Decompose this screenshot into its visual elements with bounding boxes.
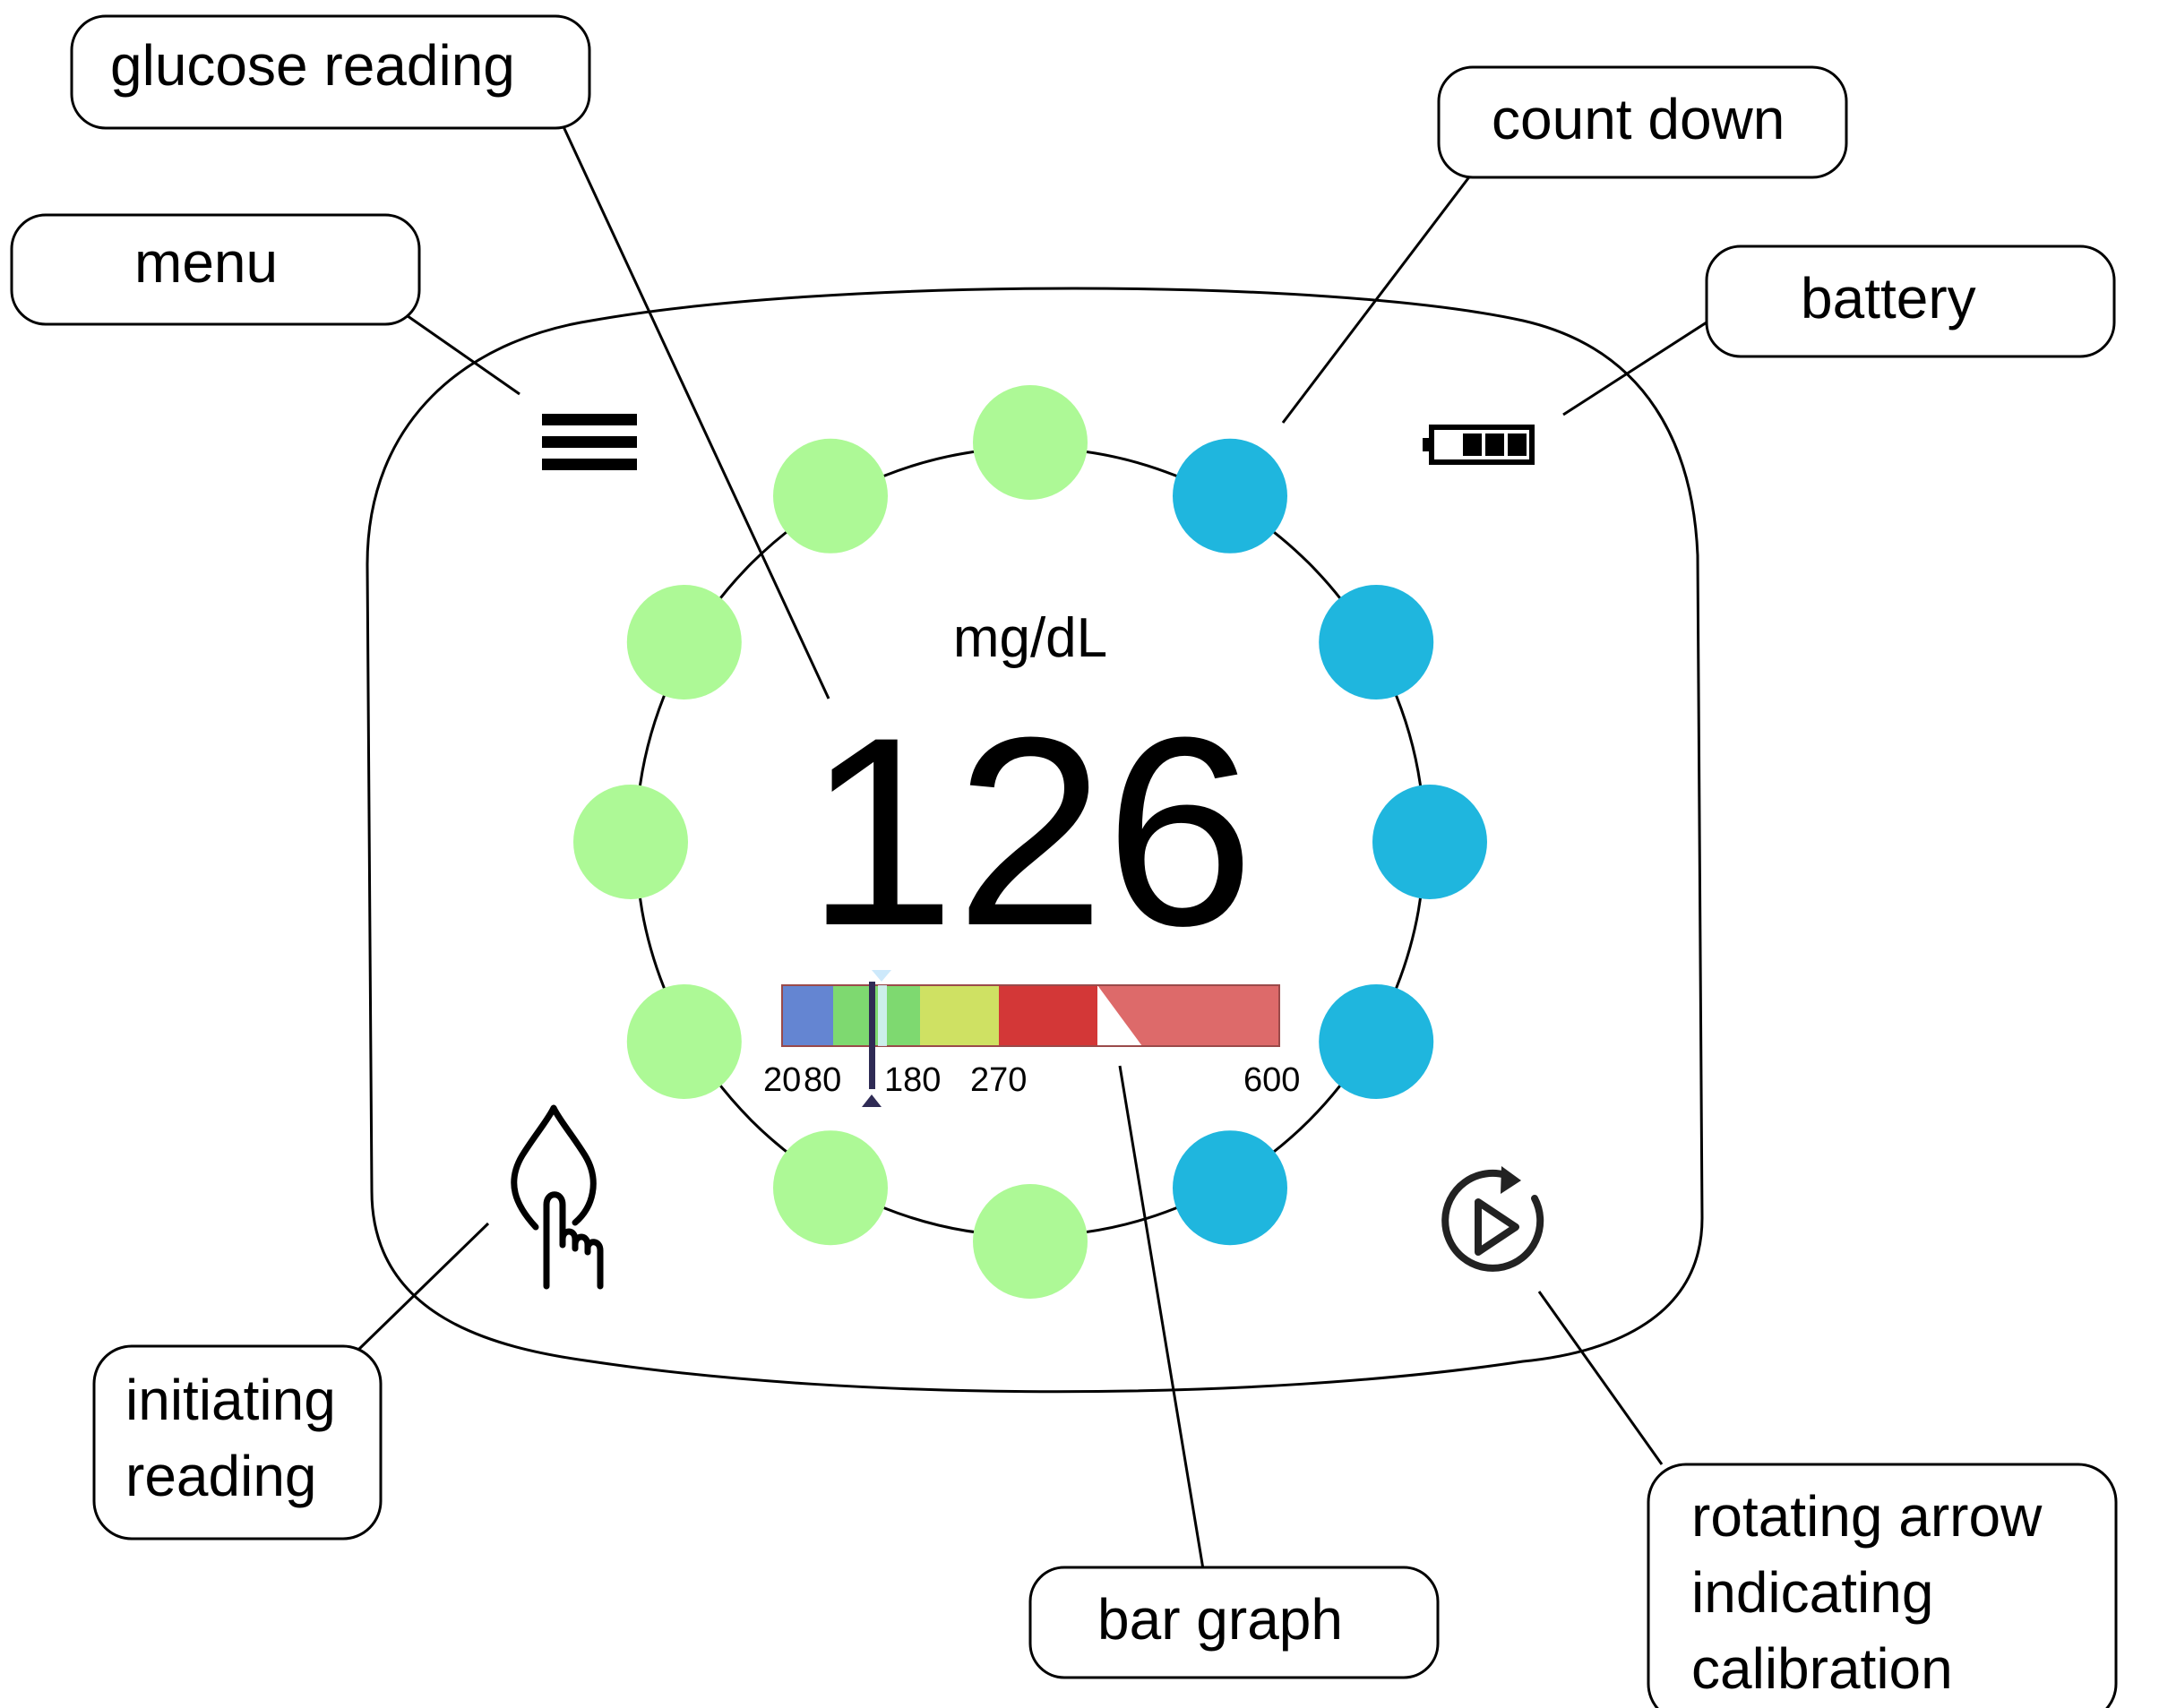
battery-icon xyxy=(1423,425,1535,465)
svg-text:reading: reading xyxy=(125,1444,317,1508)
countdown-dot-remaining xyxy=(1372,785,1487,899)
leader-battery xyxy=(1562,319,1710,416)
tick-label-600: 600 xyxy=(1243,1061,1300,1099)
callout-bar-graph: bar graph xyxy=(1028,1566,1440,1679)
svg-text:battery: battery xyxy=(1801,266,1976,330)
unit-label: mg/dL xyxy=(953,607,1107,669)
svg-text:glucose reading: glucose reading xyxy=(110,33,515,98)
countdown-dot-remaining xyxy=(1173,438,1287,554)
svg-text:initiating: initiating xyxy=(125,1368,336,1432)
leader-rotating-arrow xyxy=(1537,1291,1664,1465)
reading-marker xyxy=(869,982,875,1089)
marker-top-triangle xyxy=(872,970,891,982)
callout-rotating-arrow: rotating arrow indicating calibration xyxy=(1647,1463,2118,1708)
leader-count-down xyxy=(1281,174,1473,424)
countdown-dot-elapsed xyxy=(573,785,688,899)
svg-text:rotating arrow: rotating arrow xyxy=(1691,1484,2043,1549)
glucose-reading-value: 126 xyxy=(806,681,1255,982)
countdown-dot-remaining xyxy=(1319,984,1434,1099)
tick-label-80: 80 xyxy=(804,1061,841,1099)
callout-menu: menu xyxy=(10,213,421,326)
drop-with-pointing-finger-icon[interactable] xyxy=(511,1104,604,1290)
countdown-dot-elapsed xyxy=(973,385,1088,500)
svg-text:menu: menu xyxy=(134,230,278,295)
rotating-arrow-play-icon[interactable] xyxy=(1441,1166,1544,1272)
leader-menu xyxy=(400,310,520,396)
callout-glucose-reading: glucose reading xyxy=(70,14,591,130)
callout-count-down: count down xyxy=(1437,65,1848,179)
countdown-dot-elapsed xyxy=(973,1184,1088,1299)
bar-segment-high xyxy=(999,985,1097,1046)
bar-segment-elevated xyxy=(920,985,999,1046)
svg-text:calibration: calibration xyxy=(1691,1636,1953,1701)
bar-segment-very-high xyxy=(1097,985,1279,1046)
callout-initiating-reading: initiating reading xyxy=(92,1344,383,1541)
svg-text:bar graph: bar graph xyxy=(1097,1587,1343,1652)
tick-label-270: 270 xyxy=(970,1061,1027,1099)
bar-segment-normal xyxy=(833,985,920,1046)
leader-bar-graph xyxy=(1118,1065,1205,1570)
countdown-dot-elapsed xyxy=(773,438,888,554)
svg-text:count down: count down xyxy=(1492,87,1785,151)
countdown-dot-remaining xyxy=(1319,585,1434,700)
countdown-dot-elapsed xyxy=(626,984,742,1099)
countdown-dots xyxy=(573,385,1487,1299)
callout-battery: battery xyxy=(1705,245,2116,358)
svg-text:indicating: indicating xyxy=(1691,1560,1933,1625)
marker-bottom-triangle xyxy=(862,1094,882,1107)
countdown-dot-elapsed xyxy=(773,1130,888,1246)
bar-segment-low xyxy=(782,985,833,1046)
leader-initiating xyxy=(357,1222,490,1352)
leader-glucose-reading xyxy=(559,120,830,700)
bar-graph: 20 80 180 270 600 xyxy=(763,970,1300,1107)
device-body xyxy=(366,287,1704,1394)
bar-graph-frame xyxy=(781,984,1280,1047)
tick-label-20: 20 xyxy=(763,1061,801,1099)
tick-label-180: 180 xyxy=(884,1061,941,1099)
countdown-dot-remaining xyxy=(1173,1130,1287,1246)
bar-highlight xyxy=(878,985,887,1046)
hamburger-menu-icon[interactable] xyxy=(542,414,637,470)
countdown-dot-elapsed xyxy=(626,585,742,700)
